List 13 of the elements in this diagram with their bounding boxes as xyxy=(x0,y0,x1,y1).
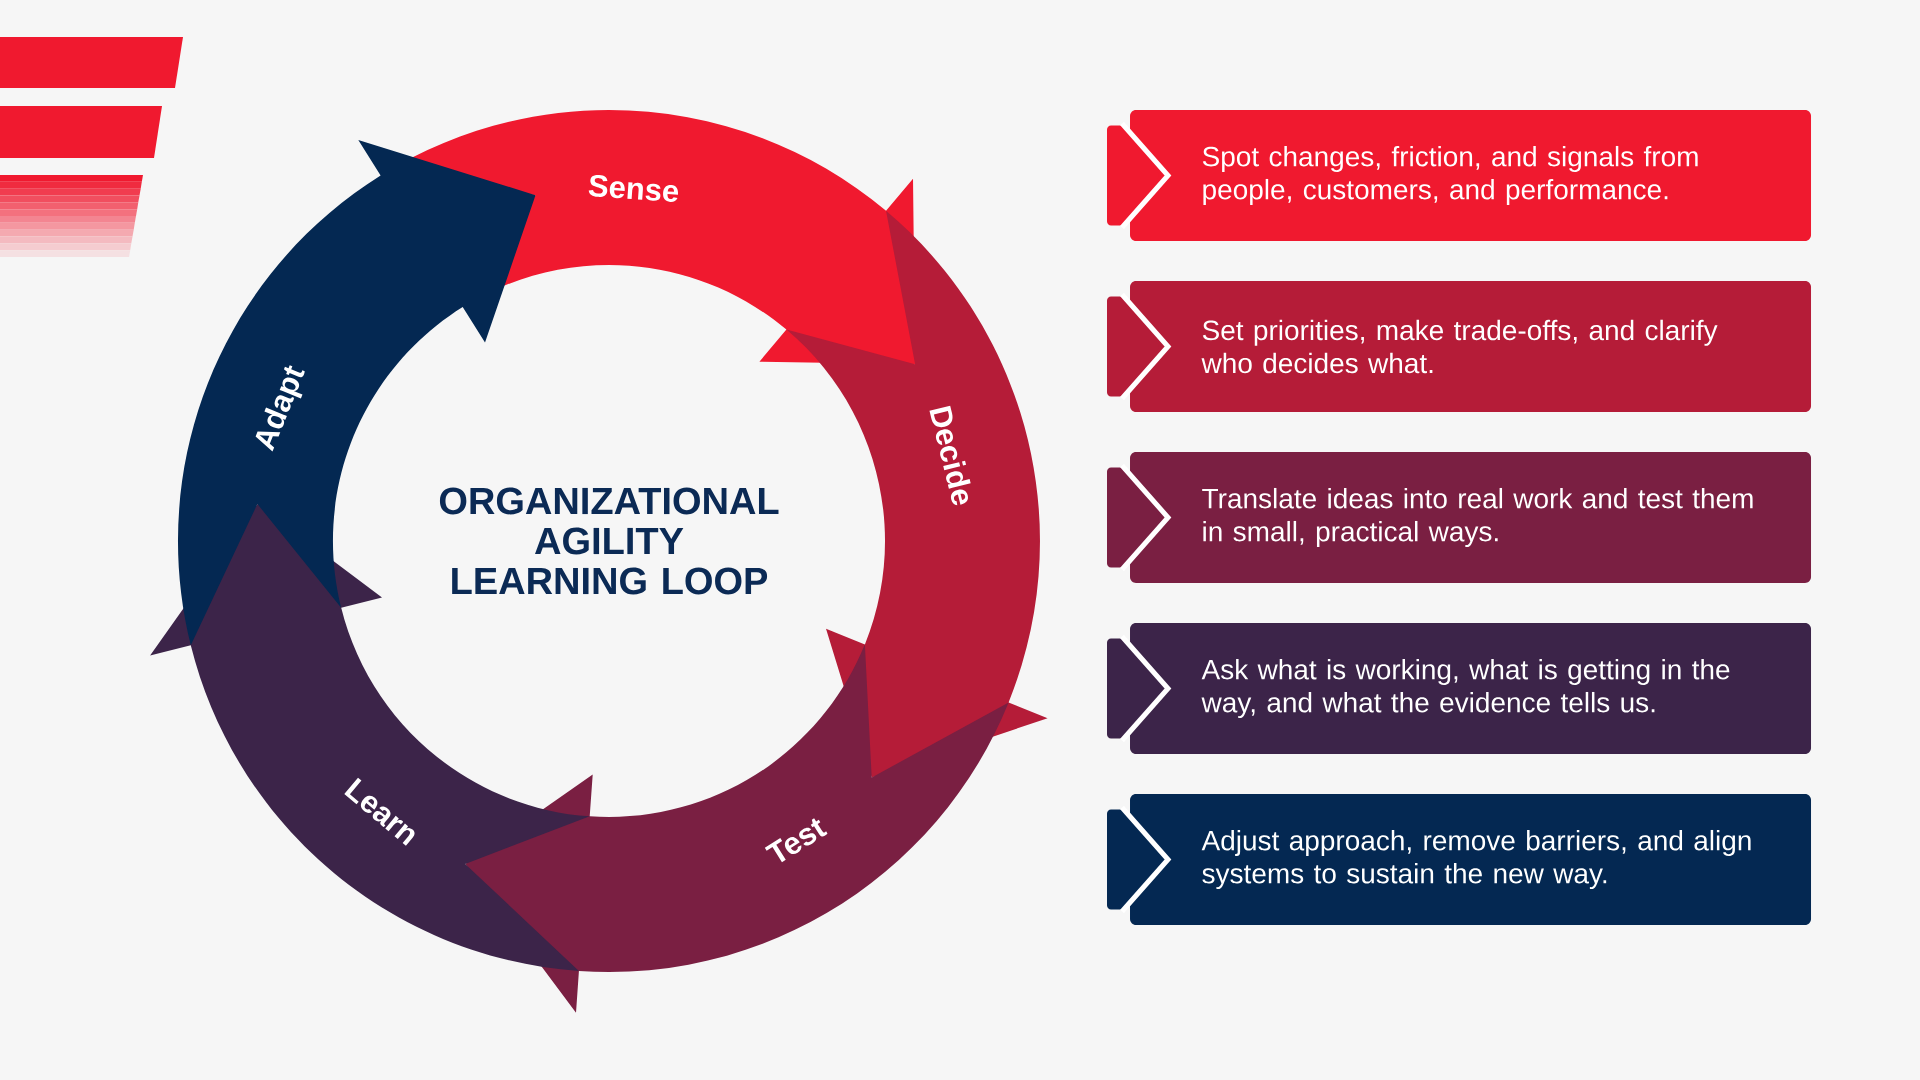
arrow-segment: Test xyxy=(465,644,1009,1013)
step-box: Set priorities, make trade-offs, and clarify who decides what. xyxy=(1130,281,1811,412)
step-box: Translate ideas into real work and test them in small, practical ways. xyxy=(1130,452,1811,583)
step-box: Spot changes, friction, and signals from people, customers, and performance. xyxy=(1130,110,1811,241)
node-label: Ask what is working, what is getting in the way, and what the evidence tells us. xyxy=(1201,658,1730,719)
node-label: Adjust approach, remove barriers, and align systems to sustain the new way. xyxy=(1201,829,1751,890)
node-label: Set priorities, make trade-offs, and clarify who decides what. xyxy=(1201,319,1718,374)
node-label: Spot changes, friction, and signals from people, customers, and performance. xyxy=(1202,145,1698,206)
step-box: Adjust approach, remove barriers, and align systems to sustain the new way. xyxy=(1130,794,1811,925)
step-box: Ask what is working, what is getting in the way, and what the evidence tells us. xyxy=(1130,623,1811,754)
arrow-segment: Sense xyxy=(380,110,916,365)
arrow-segment: Decide xyxy=(786,210,1048,778)
node-label: Translate ideas into real work and test them in small, practical ways. xyxy=(1202,487,1753,548)
